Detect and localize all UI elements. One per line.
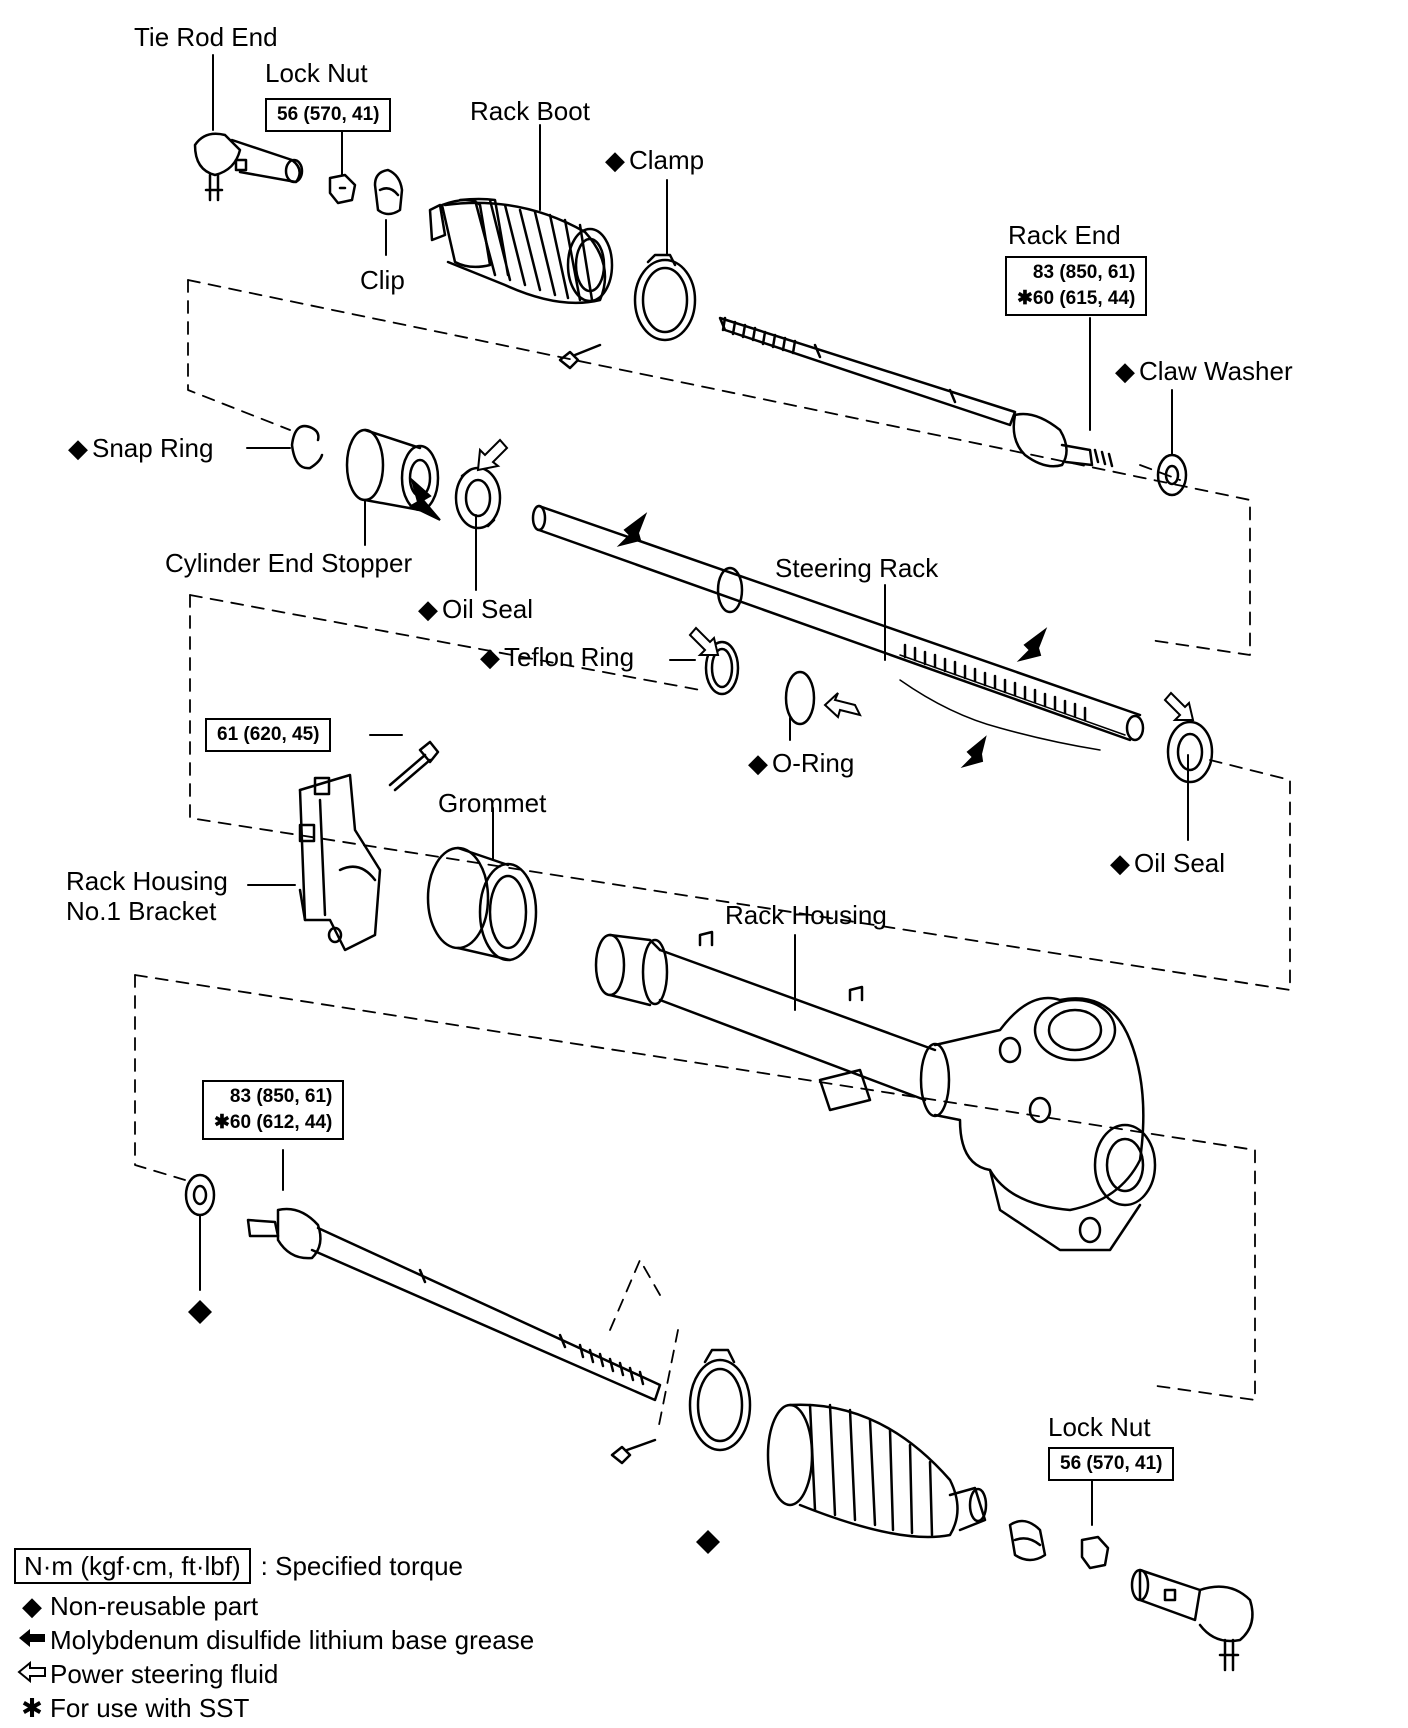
- tie-rod-end-lower: [1130, 1568, 1254, 1672]
- label-oil-seal-top-text: Oil Seal: [442, 594, 534, 624]
- label-lock-nut-bottom: Lock Nut: [1048, 1412, 1151, 1442]
- label-rack-end: Rack End: [1008, 220, 1121, 250]
- asterisk-icon: ✱: [21, 1693, 43, 1723]
- torque-lock-nut-top: 56 (570, 41): [265, 98, 392, 132]
- claw-washer-part: [1156, 453, 1188, 497]
- diamond-icon: ◆: [68, 433, 88, 463]
- label-rack-boot: Rack Boot: [470, 96, 590, 126]
- torque-lower-rack-end-line1: 83 (850, 61): [229, 1086, 333, 1107]
- clamp-lower: [610, 1348, 752, 1465]
- label-rack-housing: Rack Housing: [725, 900, 887, 930]
- diamond-icon: ◆: [605, 145, 625, 175]
- label-cylinder-end-stopper: Cylinder End Stopper: [165, 548, 413, 578]
- filled-arrow-icon: [14, 1624, 50, 1656]
- label-rack-housing-bracket-line1: Rack Housing: [66, 866, 228, 896]
- legend-torque-desc: : Specified torque: [260, 1551, 464, 1581]
- oil-seal-right-part: [1166, 720, 1214, 784]
- diamond-icon: ◆: [22, 1591, 42, 1621]
- label-tie-rod-end: Tie Rod End: [134, 22, 278, 52]
- label-oil-seal-right-text: Oil Seal: [1134, 848, 1226, 878]
- label-rack-housing-bracket-line2: No.1 Bracket: [66, 896, 217, 926]
- torque-rack-end-line2: ✱60 (615, 44): [1017, 288, 1136, 309]
- hollow-arrow-icon: [14, 1658, 50, 1690]
- lock-nut-lower-part: [1080, 1535, 1110, 1570]
- leader-lines: [199, 54, 1189, 1526]
- teflon-ring-part: [704, 640, 740, 696]
- legend-ps-fluid-text: Power steering fluid: [50, 1659, 279, 1689]
- torque-rack-end-line1: 83 (850, 61): [1032, 262, 1136, 283]
- legend-ps-fluid: Power steering fluid: [14, 1658, 278, 1690]
- diamond-icon: ◆: [748, 748, 768, 778]
- torque-lower-rack-end-line2: ✱60 (612, 44): [214, 1112, 333, 1133]
- legend-moly-grease: Molybdenum disulfide lithium base grease: [14, 1624, 534, 1656]
- bracket-bolt-part: [388, 740, 440, 792]
- rack-boot-lower: [766, 1403, 988, 1539]
- label-claw-washer: ◆Claw Washer: [1115, 356, 1293, 386]
- legend-torque-unit: N·m (kgf·cm, ft·lbf): [14, 1548, 251, 1584]
- rack-boot-top: [428, 197, 614, 305]
- rack-housing-bracket-part: [298, 773, 382, 952]
- diamond-icon: ◆: [480, 642, 500, 672]
- legend-sst-text: For use with SST: [50, 1693, 250, 1723]
- diamond-icon: ◆: [1115, 356, 1135, 386]
- legend-moly-grease-text: Molybdenum disulfide lithium base grease: [50, 1625, 535, 1655]
- label-o-ring: ◆O-Ring: [748, 748, 854, 778]
- rack-end-top: [718, 316, 1114, 468]
- label-lock-nut-top: Lock Nut: [265, 58, 368, 88]
- torque-lock-nut-bottom: 56 (570, 41): [1048, 1447, 1175, 1481]
- assembly-guide-lines: [134, 279, 1291, 1431]
- clip-lower-part: [1008, 1519, 1047, 1562]
- legend-sst: ✱For use with SST: [14, 1692, 249, 1724]
- label-oil-seal-top: ◆Oil Seal: [418, 594, 533, 624]
- snap-ring-part: [290, 424, 324, 470]
- claw-washer-lower-part: [184, 1173, 216, 1217]
- clip-part: [373, 168, 404, 216]
- grease-arrows: [408, 477, 1048, 768]
- label-clamp: ◆Clamp: [605, 145, 704, 175]
- lock-nut-top-part: [328, 173, 357, 205]
- diamond-icon: [188, 1300, 720, 1554]
- torque-rack-end: 83 (850, 61) ✱60 (615, 44): [1005, 256, 1148, 316]
- tie-rod-end-top: [193, 132, 304, 202]
- legend-non-reusable-text: Non-reusable part: [50, 1591, 259, 1621]
- label-o-ring-text: O-Ring: [772, 748, 855, 778]
- label-snap-ring: ◆Snap Ring: [68, 433, 213, 463]
- grommet-part: [426, 846, 538, 962]
- label-snap-ring-text: Snap Ring: [92, 433, 214, 463]
- label-teflon-ring-text: Teflon Ring: [504, 642, 635, 672]
- diamond-icon: ◆: [418, 594, 438, 624]
- label-rack-housing-bracket: Rack Housing No.1 Bracket: [66, 866, 228, 926]
- legend-non-reusable: ◆ Non-reusable part: [14, 1590, 258, 1622]
- label-clamp-text: Clamp: [629, 145, 705, 175]
- label-oil-seal-right: ◆Oil Seal: [1110, 848, 1225, 878]
- rack-housing-part: [594, 930, 1157, 1252]
- label-claw-washer-text: Claw Washer: [1139, 356, 1293, 386]
- rack-end-lower-part: [246, 1207, 662, 1402]
- diamond-icon: ◆: [1110, 848, 1130, 878]
- label-steering-rack: Steering Rack: [775, 553, 939, 583]
- oil-seal-top-part: [454, 466, 502, 530]
- legend-torque: N·m (kgf·cm, ft·lbf) : Specified torque: [14, 1548, 463, 1584]
- clamp-top: [558, 253, 697, 370]
- label-grommet: Grommet: [438, 788, 547, 818]
- label-clip: Clip: [360, 265, 405, 295]
- fluid-arrows: [476, 438, 1195, 721]
- label-teflon-ring: ◆Teflon Ring: [480, 642, 634, 672]
- torque-lower-rack-end: 83 (850, 61) ✱60 (612, 44): [202, 1080, 345, 1140]
- torque-bracket-bolt: 61 (620, 45): [205, 718, 332, 752]
- o-ring-part: [784, 670, 816, 726]
